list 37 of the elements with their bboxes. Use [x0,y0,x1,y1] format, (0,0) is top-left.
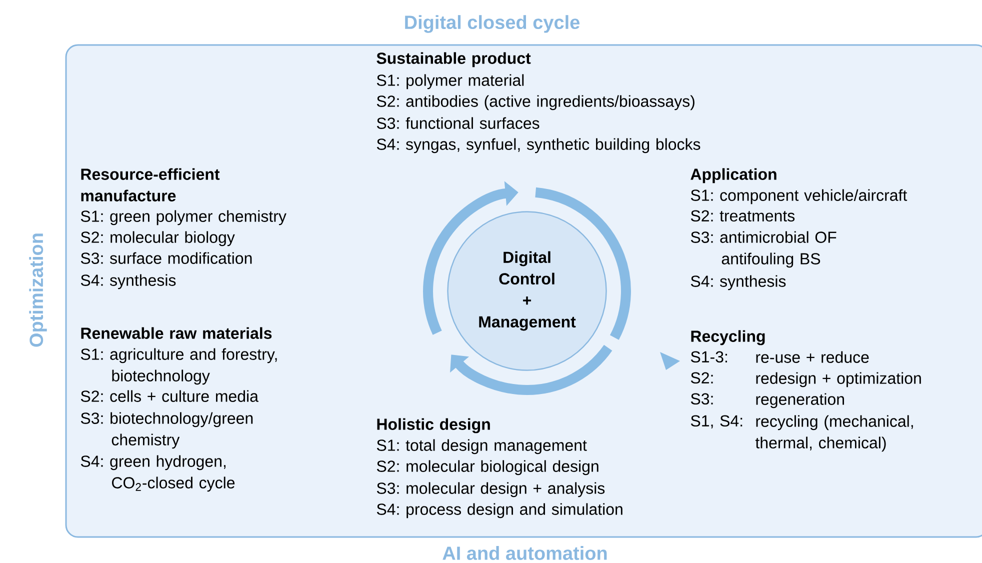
section-heading: Holistic design [377,418,490,434]
list-item: S3: functional surfaces [376,117,540,129]
list-item: S3: [690,393,713,405]
list-item: S1: agriculture and forestry, biotechnology [80,348,277,385]
list-item: S2: [690,372,713,384]
list-item: S4: syngas, synfuel, synthetic building blocks [376,138,700,154]
list-item: regeneration [756,393,844,408]
section-heading: Renewable raw materials [81,327,272,339]
list-item: S1: polymer material [376,74,524,90]
section-heading: Application [690,168,776,184]
list-item: S1, S4: [690,415,742,428]
list-item: S3: molecular design + analysis [376,482,605,498]
list-item: S2: antibodies (active ingredients/bioassays) [376,95,694,110]
list-item: S1-3: [690,351,727,363]
list-item: S2: treatments [690,210,795,222]
list-item: S4: synthesis [80,274,176,290]
section-heading: Resource-efficient manufacture [81,168,220,202]
section-heading: Recycling [691,330,765,346]
list-item: re-use + reduce [756,351,869,363]
list-item: S1: green polymer chemistry [80,210,286,226]
list-item: S3: surface modification [80,252,252,264]
list-item: S3: biotechnology/green chemistry [80,412,253,449]
list-item: recycling (mechanical, thermal, chemical) [755,415,913,452]
node-label: Optimization [29,234,47,347]
section-heading: Sustainable product [376,52,531,68]
list-item: S1: component vehicle/aircraft [690,189,908,204]
list-item: S2: molecular biological design [376,460,598,476]
list-item: S4: synthesis [690,275,786,290]
node-label: AI and automation [442,546,607,560]
node-label: Digital closed cycle [405,15,580,33]
list-item: redesign + optimization [756,372,921,388]
list-item: S1: total design management [376,439,587,454]
list-item: S4: process design and simulation [376,503,622,518]
list-item: S3: antimicrobial OF antifouling BS [690,231,836,268]
list-item: S2: molecular biology [80,231,235,246]
list-item: S4: green hydrogen, CO$_{2}$-closed cycle [80,455,235,492]
list-item: S2: cells + culture media [80,390,258,402]
